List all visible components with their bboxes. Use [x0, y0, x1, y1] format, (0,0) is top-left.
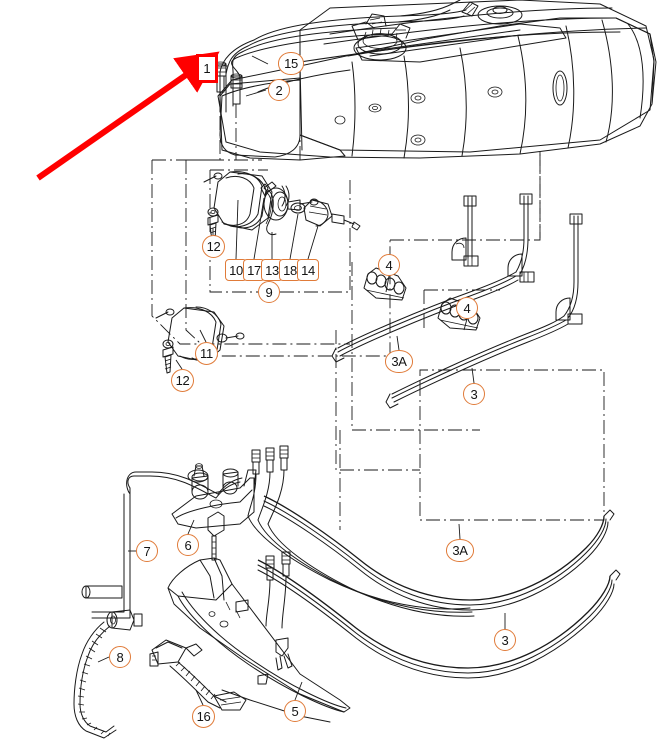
callout-15[interactable]: 15	[278, 52, 304, 75]
highlighted-part-1-box[interactable]: 1	[196, 54, 218, 83]
callout-4-lower[interactable]: 4	[456, 297, 478, 319]
tank-top-connector	[461, 1, 479, 17]
part-7-fuel-line	[81, 471, 219, 619]
line-elbow-fitting-c	[555, 297, 583, 325]
callout-10[interactable]: 10	[225, 259, 247, 281]
tube-end-union-group-upper	[247, 445, 475, 617]
part-6-bracket	[171, 463, 257, 529]
callout-12-lower[interactable]: 12	[171, 369, 194, 392]
line-elbow-fitting-a	[451, 237, 479, 267]
callout-5[interactable]: 5	[284, 700, 306, 722]
tube-end-union-group-lower	[265, 551, 291, 629]
callout-leader-lines	[97, 55, 506, 706]
part-5-heat-shield	[167, 511, 351, 723]
callout-18[interactable]: 18	[279, 259, 301, 281]
fuel-tank-assembly	[214, 0, 657, 161]
part-8-fitting	[106, 609, 143, 631]
callout-13[interactable]: 13	[261, 259, 283, 281]
callout-12-upper[interactable]: 12	[202, 235, 225, 258]
fuel-line-run-lower	[247, 445, 621, 679]
callout-7[interactable]: 7	[136, 540, 158, 562]
small-parts-group	[260, 183, 361, 235]
callout-3-lower[interactable]: 3	[494, 629, 516, 651]
bolt-12-lower	[162, 346, 174, 374]
part-16-wiring-connector	[149, 639, 247, 711]
callout-3-upper[interactable]: 3	[463, 383, 485, 405]
callout-6[interactable]: 6	[177, 534, 199, 556]
callout-9[interactable]: 9	[258, 281, 280, 303]
callout-8[interactable]: 8	[109, 646, 131, 668]
line-elbow-fitting-b	[507, 253, 535, 283]
callout-11[interactable]: 11	[195, 342, 218, 365]
retaining-clip-upper	[363, 267, 407, 301]
callout-4-upper[interactable]: 4	[378, 254, 400, 276]
callout-3a-lower[interactable]: 3A	[446, 539, 474, 562]
callout-3a-upper[interactable]: 3A	[385, 350, 413, 373]
callout-2[interactable]: 2	[268, 79, 290, 101]
assembly-boundaries	[151, 92, 605, 530]
callout-16[interactable]: 16	[192, 705, 215, 728]
part-8-hose	[73, 609, 143, 739]
fuel-pump-assembly	[203, 171, 319, 231]
fuel-line-connector-b	[230, 73, 243, 105]
highlight-arrow	[36, 51, 220, 181]
callout-14[interactable]: 14	[297, 259, 319, 281]
